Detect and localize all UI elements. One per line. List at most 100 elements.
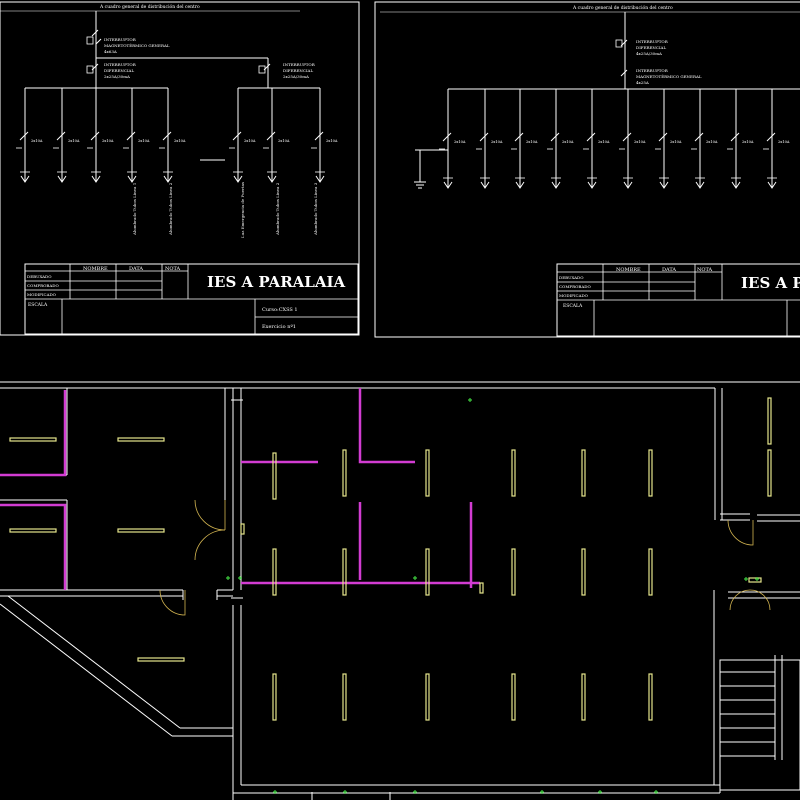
breaker-rating: 2x10A [138, 139, 150, 143]
tb-right-h3: NOTA [697, 267, 713, 273]
arrow-down-icon [233, 175, 243, 183]
right-branch-5: 2x10A [583, 89, 610, 189]
luminaire-vertical [272, 673, 277, 721]
arrow-down-icon [623, 181, 633, 189]
arrow-down-icon [659, 181, 669, 189]
luminaire-horizontal [9, 437, 57, 442]
right-branch-1: 2x10A [439, 89, 466, 189]
circuit-name-2: Alumbrado Tubos Línea 2 [168, 182, 173, 236]
breaker-rating: 2x10A [31, 139, 43, 143]
left-branch-1: 2x10A [16, 88, 43, 183]
emergency-light-icon [238, 576, 242, 580]
emergency-light-icon [343, 790, 347, 794]
tb-right-school: IES A PARALAIA [741, 274, 800, 292]
tb-left-scale: ESCALA [28, 302, 48, 308]
tb-right-r1: DEBUXADO [559, 275, 584, 280]
breaker-rating: 2x10A [244, 139, 256, 143]
panel-left-frame [0, 1, 360, 336]
emergency-light-icon [540, 790, 544, 794]
tb-left-school: IES A PARALAIA [207, 273, 345, 291]
main-switch-l1: INTERRUPTOR [104, 37, 137, 42]
diff2-l3: 2x25A/30mA [283, 74, 309, 79]
exterior-walls [0, 381, 800, 800]
right-branch-9: 2x10A [727, 89, 754, 189]
circuit-name-3: Luz Emergencia de Puertas [240, 182, 245, 238]
left-branch-circuits: 2x10A 2x10A 2x10A 2x10A 2x10A 2x10A 2x10A 2x10A [16, 88, 338, 183]
luminaire-vertical [425, 449, 430, 497]
circuit-name-5: Alumbrado Tubos Línea 3 [313, 182, 318, 236]
left-branch-8: 2x10A [311, 88, 338, 183]
r-main-l2: DIFERENCIAL [636, 45, 666, 50]
floor-plan [0, 381, 800, 800]
diff1-l2: DIFERENCIAL [104, 68, 134, 73]
staircase [719, 655, 800, 791]
right-branch-3: 2x10A [511, 89, 538, 189]
arrow-down-icon [695, 181, 705, 189]
breaker-rating: 2x10A [526, 140, 538, 144]
breaker-rating: 2x10A [778, 140, 790, 144]
emergency-light-icon [413, 576, 417, 580]
panel-right-header: A cuadro general de distribución del cen… [572, 4, 673, 11]
right-branch-4: 2x10A [547, 89, 574, 189]
right-branch-circuits: 2x10A 2x10A 2x10A 2x10A 2x10A 2x10A 2x10A 2x10A… [439, 89, 790, 189]
arrow-down-icon [163, 175, 173, 183]
tb-left-r3: MODIFICADO [27, 292, 57, 297]
luminaire-vertical [767, 449, 772, 497]
left-branch-6: 2x10A [229, 88, 256, 183]
diff1-l1: INTERRUPTOR [104, 62, 137, 67]
luminaire-small [479, 582, 484, 594]
luminaire-horizontal [137, 657, 185, 662]
luminaire-vertical [581, 548, 586, 596]
tb-left-h2: DATA [129, 266, 143, 272]
tb-left-h1: NOMBRE [83, 266, 108, 272]
breaker-rating: 2x10A [670, 140, 682, 144]
arrow-down-icon [91, 175, 101, 183]
tb-left-r2: COMPROBADO [27, 283, 59, 288]
right-branch-6: 2x10A [619, 89, 646, 189]
luminaire-vertical [342, 449, 347, 497]
diff2-l2: DIFERENCIAL [283, 68, 313, 73]
tb-right-r3: MODIFICADO [559, 293, 589, 298]
luminaire-vertical [425, 673, 430, 721]
breaker-rating: 2x10A [742, 140, 754, 144]
emergency-light-icon [744, 577, 748, 581]
breaker-rating: 2x10A [326, 139, 338, 143]
tb-left-h3: NOTA [165, 266, 181, 272]
arrow-down-icon [20, 175, 30, 183]
luminaire-vertical [272, 548, 277, 596]
right-branch-7: 2x10A [655, 89, 682, 189]
breaker-rating: 2x10A [102, 139, 114, 143]
luminaire-vertical [648, 548, 653, 596]
schematic-panel-right: A cuadro general de distribución del cen… [374, 1, 800, 338]
emergency-light-icon [598, 790, 602, 794]
r-diff-l3: 4x25A [636, 80, 649, 85]
arrow-down-icon [315, 175, 325, 183]
luminaire-small [748, 577, 762, 583]
schematic-panel-left: A cuadro general de distribución del cen… [0, 1, 360, 336]
title-block-left: NOMBRE DATA NOTA DEBUXADO COMPROBADO MOD… [24, 263, 359, 335]
luminaire-vertical [342, 548, 347, 596]
left-branch-7: 2x10A [263, 88, 290, 183]
breaker-rating: 2x10A [454, 140, 466, 144]
luminaire-vertical [511, 449, 516, 497]
r-main-l3: 4x25A/30mA [636, 51, 662, 56]
luminaire-vertical [648, 449, 653, 497]
breaker-rating: 2x10A [598, 140, 610, 144]
left-branch-2: 2x10A [53, 88, 80, 183]
luminaire-vertical [648, 673, 653, 721]
main-switch-l3: 4x63A [104, 49, 117, 54]
circuit-name-4: Alumbrado Tubos Línea 2 [275, 182, 280, 236]
luminaire-vertical [272, 452, 277, 500]
breaker-rating: 2x10A [68, 139, 80, 143]
left-branch-5: 2x10A [159, 88, 186, 183]
emergency-light-icon [755, 577, 759, 581]
r-diff-l1: INTERRUPTOR [636, 68, 669, 73]
luminaire-vertical [581, 449, 586, 497]
luminaire-vertical [511, 548, 516, 596]
panel-right-frame [374, 1, 800, 338]
luminaire-vertical [581, 673, 586, 721]
circuit-name-1: Alumbrado Tubos Línea 1 [132, 183, 137, 236]
diff2-l1: INTERRUPTOR [283, 62, 316, 67]
emergency-markers [226, 398, 759, 794]
